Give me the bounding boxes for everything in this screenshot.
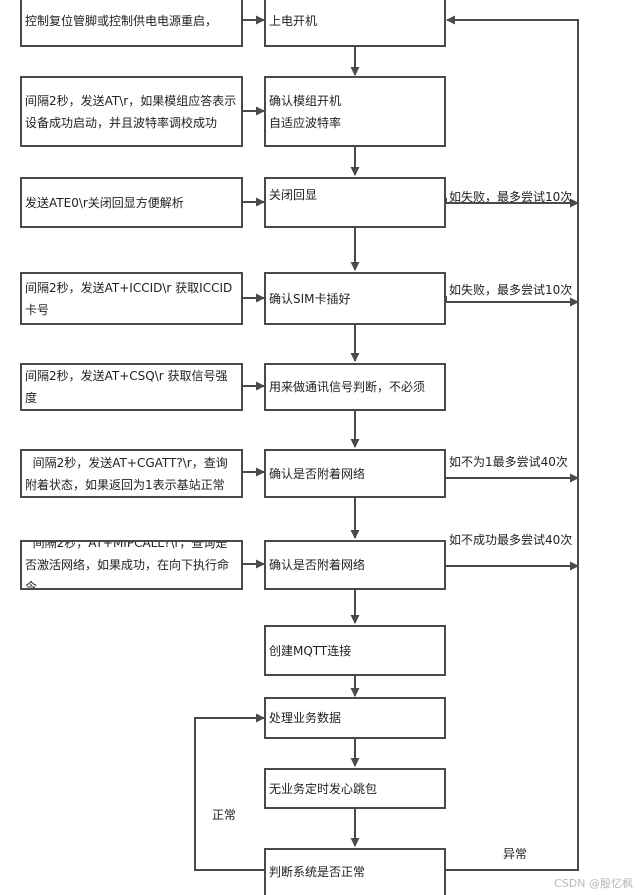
step-heartbeat: 无业务定时发心跳包: [264, 768, 446, 809]
note-mipcall: 间隔2秒，AT+MIPCALL?\r，查询是否激活网络，如果成功，在向下执行命令: [20, 540, 243, 590]
note-cgatt-text: 间隔2秒，发送AT+CGATT?\r，查询附着状态，如果返回为1表示基站正常: [25, 455, 228, 492]
note-ate0-text: 发送ATE0\r关闭回显方便解析: [25, 195, 184, 210]
step-confirm-sim: 确认SIM卡插好: [264, 272, 446, 325]
step-signal-check-text: 用来做通讯信号判断，不必须: [269, 380, 426, 394]
note-iccid: 间隔2秒，发送AT+ICCID\r 获取ICCID卡号: [20, 272, 243, 325]
step-create-mqtt-text: 创建MQTT连接: [269, 643, 352, 658]
step-create-mqtt: 创建MQTT连接: [264, 625, 446, 676]
step-power-on: 上电开机: [264, 0, 446, 47]
step-confirm-attach-2: 确认是否附着网络: [264, 540, 446, 590]
normal-label: 正常: [212, 808, 237, 822]
retry-label-mipcall: 如不成功最多尝试40次: [449, 533, 573, 547]
abnormal-return-line: [446, 15, 579, 871]
step-handle-business-text: 处理业务数据: [269, 711, 342, 725]
step-signal-check: 用来做通讯信号判断，不必须: [264, 363, 446, 411]
retry-label-attach: 如不为1最多尝试40次: [449, 455, 568, 469]
step-handle-business: 处理业务数据: [264, 697, 446, 739]
step-confirm-attach-1-text: 确认是否附着网络: [269, 466, 366, 481]
note-send-at: 间隔2秒，发送AT\r，如果模组应答表示设备成功启动，并且波特率调校成功: [20, 76, 243, 147]
normal-loop-line: [194, 713, 265, 871]
note-ate0: 发送ATE0\r关闭回显方便解析: [20, 177, 243, 228]
note-reset-text: 控制复位管脚或控制供电电源重启，: [25, 14, 218, 28]
watermark: CSDN @殷忆枫: [554, 877, 633, 890]
note-cgatt: 间隔2秒，发送AT+CGATT?\r，查询附着状态，如果返回为1表示基站正常: [20, 449, 243, 498]
retry-label-echo: 如失败，最多尝试10次: [449, 190, 573, 204]
step-power-on-text: 上电开机: [269, 14, 318, 28]
note-reset: 控制复位管脚或控制供电电源重启，: [20, 0, 243, 47]
note-csq-text: 间隔2秒，发送AT+CSQ\r 获取信号强度: [25, 369, 228, 405]
step-confirm-sim-text: 确认SIM卡插好: [269, 291, 351, 306]
note-iccid-text: 间隔2秒，发送AT+ICCID\r 获取ICCID卡号: [25, 280, 233, 317]
step-confirm-attach-1: 确认是否附着网络: [264, 449, 446, 498]
step-check-system: 判断系统是否正常: [264, 848, 446, 895]
note-mipcall-text: 间隔2秒，AT+MIPCALL?\r，查询是否激活网络，如果成功，在向下执行命令: [25, 540, 230, 590]
abnormal-label: 异常: [503, 847, 528, 861]
step-disable-echo-text: 关闭回显: [269, 188, 318, 202]
step-check-system-text: 判断系统是否正常: [269, 865, 366, 879]
step-confirm-attach-2-text: 确认是否附着网络: [269, 558, 366, 572]
note-csq: 间隔2秒，发送AT+CSQ\r 获取信号强度: [20, 363, 243, 411]
note-send-at-text: 间隔2秒，发送AT\r，如果模组应答表示设备成功启动，并且波特率调校成功: [25, 93, 237, 130]
step-disable-echo: 关闭回显: [264, 177, 446, 228]
step-confirm-module-on-text: 确认模组开机 自适应波特率: [269, 93, 342, 130]
step-heartbeat-text: 无业务定时发心跳包: [269, 781, 378, 796]
step-confirm-module-on: 确认模组开机 自适应波特率: [264, 76, 446, 147]
retry-label-sim: 如失败，最多尝试10次: [449, 283, 573, 297]
